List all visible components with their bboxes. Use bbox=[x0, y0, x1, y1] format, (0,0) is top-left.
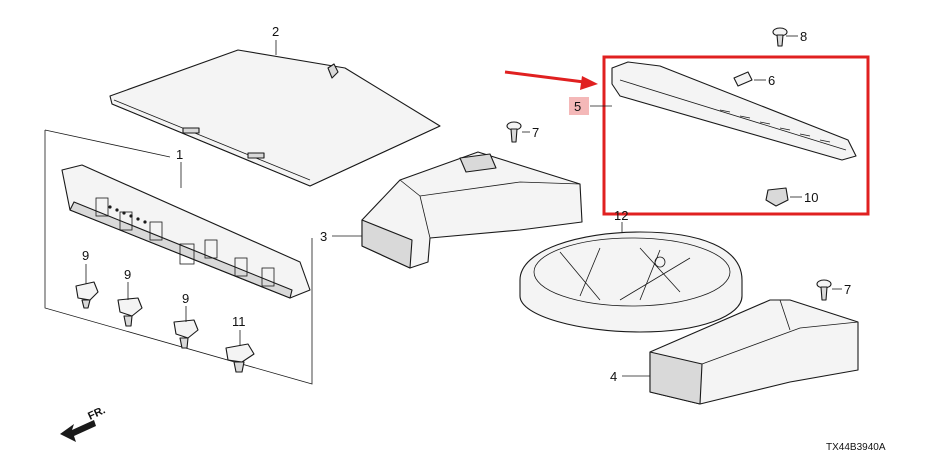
rivet-7-a bbox=[506, 121, 522, 143]
callout-7-a: 7 bbox=[532, 125, 539, 140]
front-arrow-icon bbox=[60, 420, 96, 442]
rivet-7-b bbox=[816, 279, 832, 301]
callout-10: 10 bbox=[804, 190, 818, 205]
callout-3: 3 bbox=[320, 229, 327, 244]
callout-4: 4 bbox=[610, 369, 617, 384]
clip-6 bbox=[733, 71, 753, 87]
callout-12: 12 bbox=[614, 208, 628, 223]
front-label: FR. bbox=[86, 404, 107, 422]
callout-2: 2 bbox=[272, 24, 279, 39]
part-4-cross-support bbox=[649, 299, 859, 405]
part-5-rear-trim bbox=[611, 61, 857, 161]
callout-5-highlight bbox=[569, 97, 589, 115]
callout-5: 5 bbox=[574, 99, 581, 114]
callout-9-a: 9 bbox=[82, 248, 89, 263]
clip-9-b bbox=[117, 297, 143, 327]
callout-11: 11 bbox=[232, 314, 246, 329]
part-1-rear-panel bbox=[44, 129, 313, 385]
clip-9-a bbox=[75, 281, 99, 309]
callout-8: 8 bbox=[800, 29, 807, 44]
part-2-floor-board bbox=[109, 49, 441, 187]
part-12-foam-tray bbox=[519, 231, 743, 333]
clip-9-c bbox=[173, 319, 199, 349]
part-3-spare-support bbox=[361, 151, 583, 269]
callout-6: 6 bbox=[768, 73, 775, 88]
callout-1: 1 bbox=[176, 147, 183, 162]
callout-7-b: 7 bbox=[844, 282, 851, 297]
rivet-8 bbox=[772, 27, 788, 47]
clip-10 bbox=[765, 187, 789, 207]
callout-9-c: 9 bbox=[182, 291, 189, 306]
callout-9-b: 9 bbox=[124, 267, 131, 282]
red-pointer-arrow bbox=[504, 70, 598, 90]
leader-lines bbox=[85, 35, 842, 377]
diagram-code: TX44B3940A bbox=[826, 442, 886, 453]
highlight-frame bbox=[602, 55, 870, 216]
front-direction-indicator: FR. bbox=[60, 404, 107, 442]
clip-11 bbox=[225, 343, 255, 373]
